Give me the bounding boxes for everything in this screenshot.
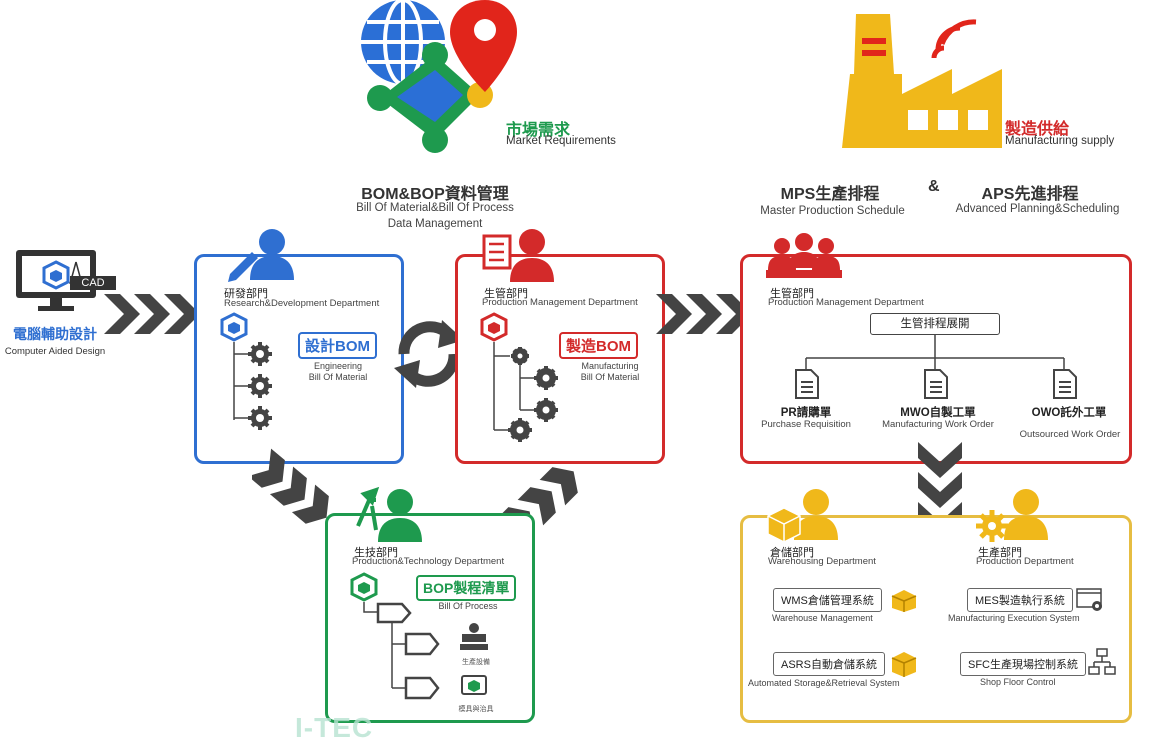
pm-department-panel — [455, 254, 665, 464]
pm-team-icon — [766, 233, 842, 278]
warehouse-dept-subtitle: Warehousing Department — [768, 556, 876, 567]
rd-bom-en-2: Bill Of Material — [308, 372, 368, 382]
watermark-logo: I-TEC — [295, 712, 374, 743]
factory-icon — [842, 14, 1002, 148]
pm-bom-tree-icon — [480, 312, 558, 442]
production-person-icon — [976, 489, 1048, 542]
mfg-subtitle: Manufacturing supply — [1005, 135, 1115, 147]
pt-person-icon — [356, 486, 422, 542]
mes-system-box: MES製造執行系統 — [967, 588, 1073, 612]
cad-subtitle: Computer Aided Design — [4, 346, 106, 357]
pm-dept-title: 生管部門 — [484, 288, 528, 300]
arrow-right-pm — [656, 294, 752, 334]
bom-title: BOM&BOP資料管理 — [361, 186, 509, 203]
schedule-dept-subtitle: Production Management Department — [768, 297, 924, 308]
wms-system-subtitle: Warehouse Management — [772, 613, 873, 623]
pt-bop-tree-icon — [350, 572, 488, 700]
rd-bom-label: 設計BOM — [298, 332, 377, 359]
mps-title: MPS生產排程 — [780, 186, 880, 203]
asrs-system-subtitle: Automated Storage&Retrieval System — [748, 678, 900, 688]
pt-dept-title: 生技部門 — [354, 547, 398, 559]
bom-subtitle-2: Data Management — [387, 218, 483, 230]
pt-equip-label: 生產設備 — [462, 659, 490, 666]
cad-monitor-icon — [16, 250, 116, 311]
mwo-title: MWO自製工單 — [900, 407, 976, 419]
pm-bom-en-2: Bill Of Material — [580, 372, 640, 382]
rd-person-icon — [228, 229, 294, 282]
market-title: 市場需求 — [506, 122, 571, 139]
aps-subtitle: Advanced Planning&Scheduling — [955, 203, 1120, 215]
schedule-expand-box: 生管排程展開 — [870, 313, 1000, 335]
mwo-subtitle: Manufacturing Work Order — [882, 419, 994, 430]
warehouse-dept-title: 倉儲部門 — [770, 547, 814, 559]
sfc-system-box: SFC生產現場控制系統 — [960, 652, 1086, 676]
pt-bop-en: Bill Of Process — [438, 601, 498, 611]
market-globe-icon — [361, 0, 517, 153]
schedule-tree-lines — [805, 334, 1065, 370]
mes-system-subtitle: Manufacturing Execution System — [948, 613, 1080, 623]
mes-window-gear-icon — [1076, 588, 1102, 611]
pm-bom-label: 製造BOM — [559, 332, 638, 359]
mfg-title: 製造供給 — [1005, 121, 1070, 138]
cad-title: 電腦輔助設計 — [13, 326, 97, 342]
pm-dept-subtitle: Production Management Department — [482, 297, 638, 308]
rd-bom-en-1: Engineering — [313, 361, 363, 371]
pr-subtitle: Purchase Requisition — [761, 419, 851, 430]
owo-document-icon — [1053, 369, 1077, 399]
arrow-down-right-rd — [252, 448, 329, 524]
asrs-system-box: ASRS自動倉儲系統 — [773, 652, 885, 676]
pm-bom-en-1: Manufacturing — [581, 361, 639, 371]
rd-bom-tree-icon — [220, 312, 272, 430]
owo-title: OWO託外工單 — [1031, 407, 1107, 419]
execution-panel — [740, 515, 1132, 723]
sfc-network-icon — [1088, 648, 1116, 675]
production-dept-subtitle: Production Department — [976, 556, 1074, 567]
rd-dept-subtitle: Research&Development Department — [224, 298, 380, 309]
sfc-system-subtitle: Shop Floor Control — [980, 677, 1056, 687]
rd-department-panel — [194, 254, 404, 464]
aps-title: APS先進排程 — [981, 186, 1079, 203]
cad-badge: CAD — [81, 277, 105, 289]
schedule-dept-title: 生管部門 — [770, 288, 814, 300]
arrow-right-cad — [104, 294, 200, 334]
mps-subtitle: Master Production Schedule — [760, 205, 905, 217]
mwo-document-icon — [924, 369, 948, 399]
pt-dept-subtitle: Production&Technology Department — [352, 556, 505, 567]
warehouse-person-icon — [767, 489, 838, 542]
wms-system-box: WMS倉儲管理系統 — [773, 588, 882, 612]
pt-bop-label: BOP製程清單 — [416, 575, 517, 601]
market-subtitle: Market Requirements — [506, 135, 616, 147]
wms-box-icon — [891, 590, 917, 612]
owo-subtitle: Outsourced Work Order — [1019, 429, 1121, 440]
ampersand: & — [928, 178, 940, 195]
bom-subtitle-1: Bill Of Material&Bill Of Process — [356, 202, 514, 214]
pr-document-icon — [795, 369, 819, 399]
pr-title: PR請購單 — [780, 407, 832, 419]
asrs-boxes-icon — [891, 652, 917, 677]
pt-mold-label: 模具與治具 — [458, 706, 494, 713]
rd-dept-title: 研發部門 — [224, 288, 268, 300]
pm-person-icon — [482, 229, 554, 282]
production-dept-title: 生產部門 — [978, 547, 1022, 559]
